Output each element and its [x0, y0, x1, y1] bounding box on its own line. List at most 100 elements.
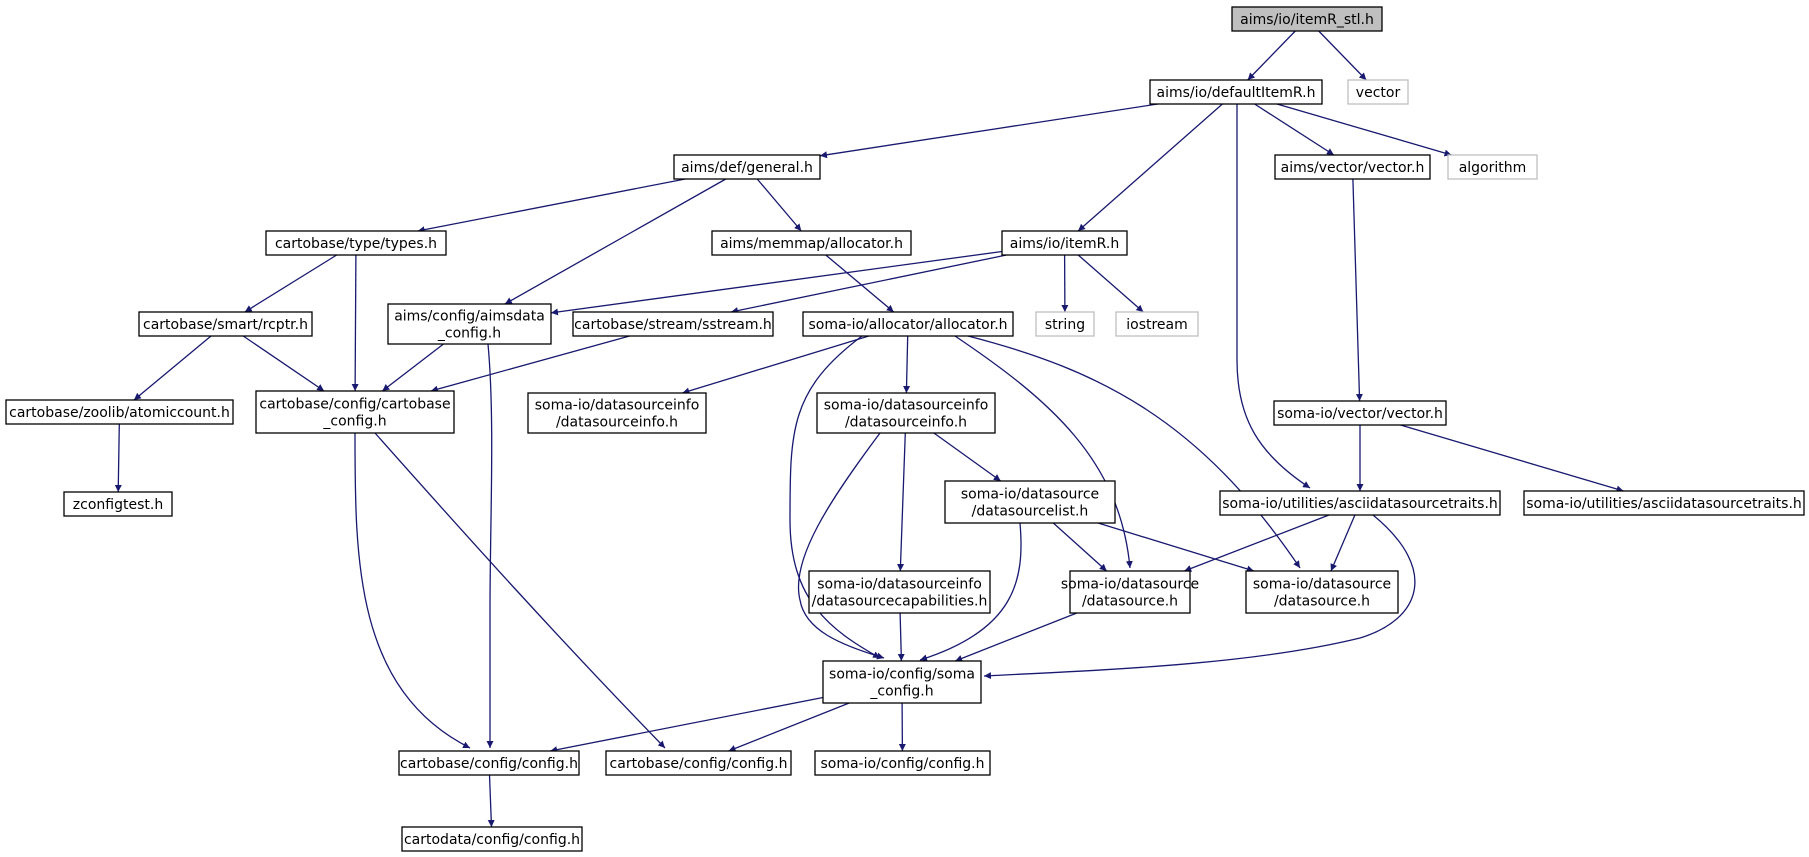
node-label: soma-io/config/config.h — [820, 756, 984, 772]
node-n5[interactable]: aims/vector/vector.h — [1274, 154, 1431, 180]
node-label: _config.h — [869, 684, 933, 700]
node-label: /datasourceinfo.h — [845, 415, 967, 431]
node-label: aims/io/itemR_stl.h — [1240, 12, 1374, 28]
edge-n11-n16 — [430, 335, 630, 393]
edge-n0-n1 — [1247, 30, 1296, 81]
node-label: /datasource.h — [1082, 594, 1178, 610]
edge-n9-n15 — [133, 335, 212, 401]
node-n31[interactable]: cartodata/config/config.h — [401, 826, 583, 852]
node-n15[interactable]: cartobase/zoolib/atomiccount.h — [5, 399, 234, 425]
node-box — [1001, 230, 1128, 256]
node-box — [1035, 311, 1095, 337]
node-label: soma-io/datasource — [1061, 577, 1199, 593]
node-n0[interactable]: aims/io/itemR_stl.h — [1231, 6, 1383, 32]
node-box — [816, 392, 996, 434]
node-box — [1231, 6, 1383, 32]
edge-n1-n3 — [819, 103, 1158, 159]
node-box — [1523, 490, 1805, 516]
edge-n7-n9 — [244, 254, 338, 313]
node-n20[interactable]: zconfigtest.h — [63, 491, 173, 517]
node-box — [1347, 79, 1409, 105]
node-n21[interactable]: soma-io/datasource/datasourcelist.h — [944, 480, 1116, 524]
edge-n12-n18 — [903, 335, 911, 394]
node-label: aims/config/aimsdata — [394, 309, 545, 325]
node-n7[interactable]: cartobase/type/types.h — [265, 230, 447, 256]
node-label: cartobase/zoolib/atomiccount.h — [9, 405, 230, 421]
node-box — [1219, 490, 1501, 516]
node-box — [808, 570, 991, 614]
node-label: cartobase/config/config.h — [400, 756, 578, 772]
node-n27[interactable]: soma-io/config/soma_config.h — [822, 660, 982, 704]
edge-n22-n26 — [1330, 514, 1356, 572]
node-box — [605, 750, 792, 776]
node-label: soma-io/utilities/asciidatasourcetraits.… — [1222, 496, 1498, 512]
edge-n18-n21 — [933, 432, 1002, 482]
node-label: cartodata/config/config.h — [404, 832, 580, 848]
node-box — [1245, 570, 1399, 614]
node-n18[interactable]: soma-io/datasourceinfo/datasourceinfo.h — [816, 392, 996, 434]
node-label: soma-io/config/soma — [829, 667, 975, 683]
node-box — [944, 480, 1116, 524]
node-n22[interactable]: soma-io/utilities/asciidatasourcetraits.… — [1219, 490, 1501, 516]
node-box — [1115, 311, 1199, 337]
node-n28[interactable]: cartobase/config/config.h — [398, 750, 580, 776]
node-label: soma-io/datasource — [1253, 577, 1391, 593]
edge-n25-n27 — [954, 612, 1078, 662]
edge-n1-n22 — [1236, 104, 1311, 489]
node-n13: string — [1035, 311, 1095, 337]
edge-n4-n11 — [730, 254, 1007, 315]
node-label: cartobase/type/types.h — [275, 236, 437, 252]
node-n16[interactable]: cartobase/config/cartobase_config.h — [255, 390, 455, 434]
node-label: soma-io/utilities/asciidatasourcetraits.… — [1526, 496, 1802, 512]
node-n30[interactable]: soma-io/config/config.h — [814, 750, 991, 776]
edge-n7-n16 — [351, 254, 359, 392]
edge-n28-n31 — [487, 774, 495, 828]
node-n19[interactable]: soma-io/vector/vector.h — [1273, 400, 1447, 426]
node-label: soma-io/vector/vector.h — [1277, 406, 1443, 422]
node-box — [1149, 79, 1323, 105]
node-n11[interactable]: cartobase/stream/sstream.h — [572, 311, 774, 337]
node-n2: vector — [1347, 79, 1409, 105]
node-box — [5, 399, 234, 425]
node-n14: iostream — [1115, 311, 1199, 337]
node-n10[interactable]: aims/config/aimsdata_config.h — [387, 303, 552, 345]
node-box — [527, 392, 707, 434]
edge-n22-n25 — [1184, 514, 1330, 572]
node-box — [711, 230, 912, 256]
edge-n0-n2 — [1318, 30, 1367, 81]
node-n8[interactable]: aims/memmap/allocator.h — [711, 230, 912, 256]
node-box — [822, 660, 982, 704]
node-layer: aims/io/itemR_stl.h aims/io/defaultItemR.… — [5, 6, 1805, 852]
node-n9[interactable]: cartobase/smart/rcptr.h — [138, 311, 313, 337]
node-n24[interactable]: soma-io/datasourceinfo/datasourcecapabil… — [808, 570, 991, 614]
node-n23[interactable]: soma-io/utilities/asciidatasourcetraits.… — [1523, 490, 1805, 516]
node-box — [572, 311, 774, 337]
node-n25[interactable]: soma-io/datasource/datasource.h — [1061, 570, 1199, 614]
edge-n21-n27 — [919, 522, 1022, 662]
node-label: cartobase/stream/sstream.h — [574, 317, 772, 333]
node-n26[interactable]: soma-io/datasource/datasource.h — [1245, 570, 1399, 614]
edge-n9-n16 — [242, 335, 325, 392]
node-n3[interactable]: aims/def/general.h — [673, 154, 821, 180]
edge-n21-n25 — [1052, 522, 1108, 572]
edge-n3-n8 — [756, 178, 802, 232]
edge-n12-n25 — [954, 335, 1133, 569]
edge-n12-n17 — [682, 335, 869, 395]
node-n1[interactable]: aims/io/defaultItemR.h — [1149, 79, 1323, 105]
node-n4[interactable]: aims/io/itemR.h — [1001, 230, 1128, 256]
node-n29[interactable]: cartobase/config/config.h — [605, 750, 792, 776]
node-n17[interactable]: soma-io/datasourceinfo/datasourceinfo.h — [527, 392, 707, 434]
node-label: iostream — [1126, 317, 1188, 333]
node-label: /datasourcecapabilities.h — [812, 594, 988, 610]
node-box — [63, 491, 173, 517]
edge-n27-n29 — [728, 702, 850, 752]
node-n12[interactable]: soma-io/allocator/allocator.h — [802, 311, 1014, 337]
node-label: soma-io/datasourceinfo — [817, 577, 982, 593]
node-box — [1447, 154, 1538, 180]
edge-n12-n27 — [789, 335, 881, 659]
node-label: cartobase/config/cartobase — [259, 397, 450, 413]
edge-n10-n28 — [486, 343, 494, 748]
node-label: aims/io/defaultItemR.h — [1157, 85, 1316, 101]
node-box — [255, 390, 455, 434]
